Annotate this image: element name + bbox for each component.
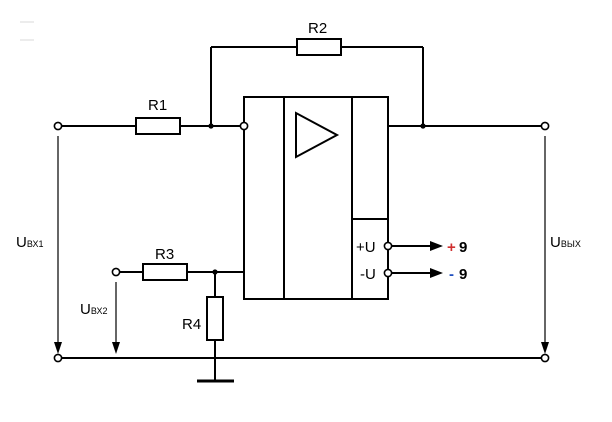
minus-supply-terminal — [383, 268, 393, 278]
junction-dot — [420, 123, 426, 129]
inverting-input-node — [239, 121, 249, 131]
input1-terminal — [53, 121, 63, 131]
uout-label: UВЫХ — [550, 234, 581, 251]
output-terminal — [540, 121, 550, 131]
r2-label: R2 — [308, 20, 327, 37]
opamp-triangle-icon — [295, 111, 340, 159]
junction-dot — [212, 269, 218, 275]
plus-sign: + — [447, 239, 456, 256]
ground-terminal-left — [53, 353, 63, 363]
r1-label: R1 — [148, 97, 167, 114]
resistor-r4 — [206, 296, 224, 341]
plus-supply-terminal — [383, 241, 393, 251]
input2-terminal — [111, 267, 121, 277]
uout-arrow — [541, 136, 549, 354]
minus-supply-wire — [388, 268, 443, 278]
ground-terminal-right — [540, 353, 550, 363]
resistor-r3 — [142, 263, 188, 281]
plus-u-label: +U — [356, 239, 376, 256]
plus-supply-wire — [388, 241, 443, 251]
r4-wire — [197, 272, 234, 383]
uin2-arrow — [112, 282, 120, 354]
uin1-arrow — [54, 136, 62, 354]
r4-label: R4 — [182, 316, 201, 333]
minus-u-label: -U — [360, 266, 376, 283]
plus-value: 9 — [459, 239, 467, 256]
minus-value: 9 — [459, 266, 467, 283]
uin1-label: UВХ1 — [16, 234, 43, 251]
faint-marks — [20, 21, 34, 41]
resistor-r1 — [135, 117, 181, 135]
r3-label: R3 — [155, 246, 174, 263]
junction-dot — [208, 123, 214, 129]
uin2-label: UВХ2 — [80, 301, 107, 318]
feedback-wire — [210, 46, 424, 126]
minus-sign: - — [449, 266, 454, 283]
resistor-r2 — [296, 38, 342, 56]
